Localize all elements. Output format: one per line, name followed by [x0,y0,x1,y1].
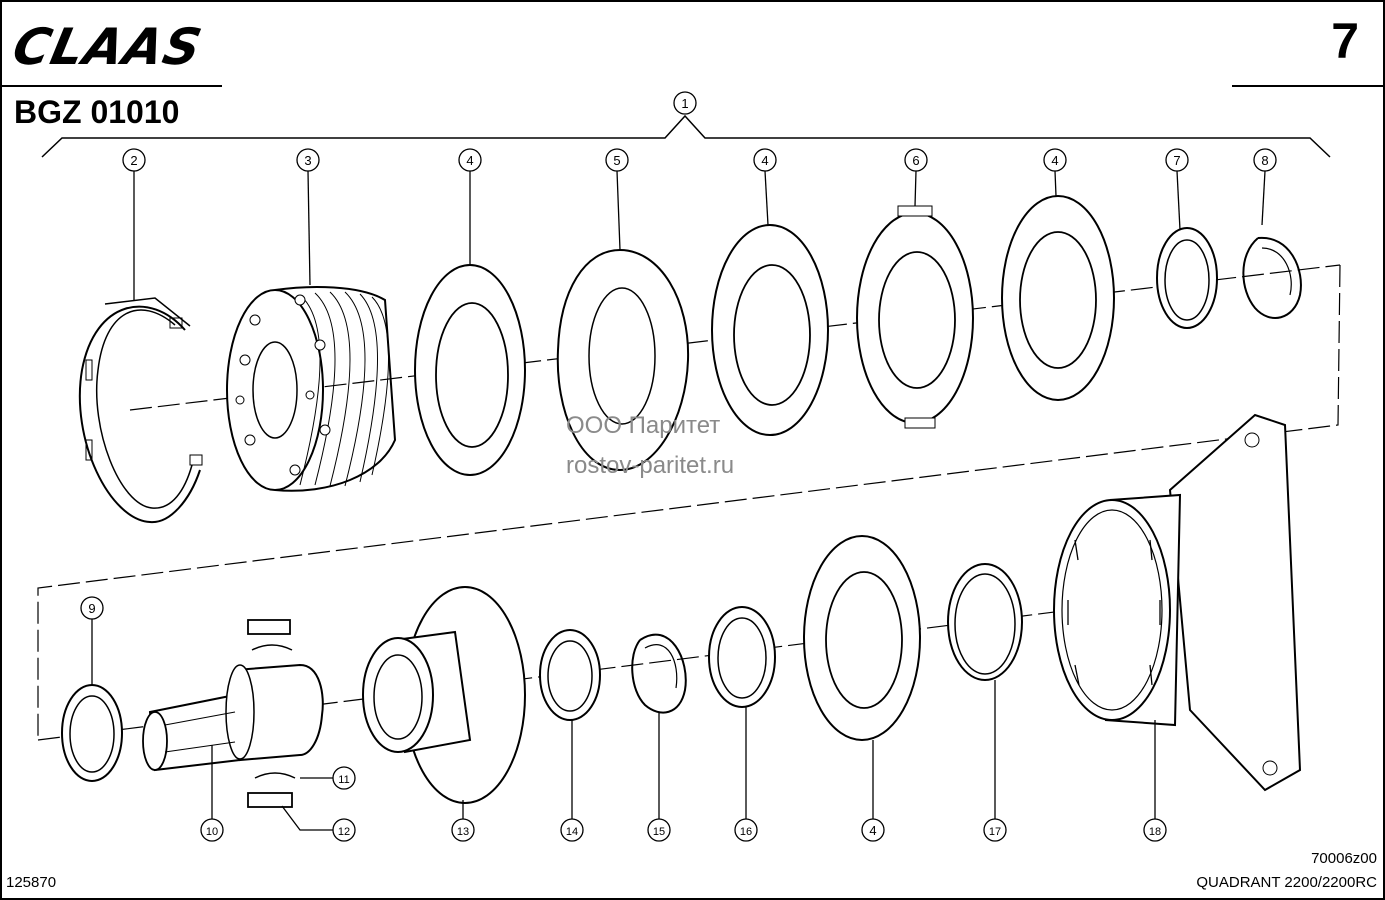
callout-label: 15 [653,826,665,838]
part-11-spring-top [251,644,293,651]
part-6-toothed-disc [856,205,974,429]
callout-label: 4 [869,823,876,838]
watermark-company: ООО Паритет [566,412,721,439]
callout-labels: 1 2 3 4 5 4 6 4 7 8 9 10 11 12 13 14 15 … [88,96,1268,838]
sheet-code: 125870 [6,874,57,891]
part-4c-friction-ring [1001,195,1115,401]
axis-link [37,264,1341,740]
callout-label: 6 [912,153,919,168]
part-7-thrust-washer [1156,227,1218,329]
callout-label: 14 [566,826,578,838]
part-18-housing [1053,413,1302,792]
callout-label: 4 [1051,153,1058,168]
callout-label: 4 [761,153,768,168]
callout-label: 4 [466,153,473,168]
part-11-spring [254,772,296,779]
callout-label: 13 [457,826,469,838]
callout-label: 17 [989,826,1001,838]
callout-label: 11 [338,774,349,786]
callout-label: 1 [681,96,688,111]
callout-label: 8 [1261,153,1268,168]
drawing-code: 70006z00 [1311,850,1377,867]
part-4d-friction-ring [803,535,921,741]
part-3-disc-pack [226,286,397,492]
part-12-key-top [247,619,291,635]
callout-label: 3 [304,153,311,168]
callout-label: 5 [613,153,620,168]
callout-label: 2 [130,153,137,168]
part-13-hub-flange [362,586,526,804]
part-4a-friction-ring [414,264,526,476]
part-9-washer [61,684,123,782]
part-10-splined-shaft [142,663,324,772]
part-17-ring [947,563,1023,681]
part-12-key [247,792,293,808]
part-2-split-ring [78,297,203,524]
part-4b-friction-ring [711,224,829,436]
callout-label: 12 [338,826,350,838]
part-8-snap-ring [1242,236,1302,319]
callout-label: 9 [88,601,95,616]
page-number: 7 [1331,13,1359,69]
part-5-lined-disc [556,248,690,472]
callout-label: 7 [1173,153,1180,168]
part-15-circlip [631,633,687,714]
watermark-site: rostov-paritet.ru [566,452,735,479]
callout-label: 18 [1149,826,1161,838]
part-14-washer [539,629,601,721]
brand-logo: CLAAS [7,18,208,76]
group-code: BGZ 01010 [14,94,180,130]
callout-1 [673,91,697,115]
callout-label: 10 [206,826,218,838]
callout-markers [80,91,1277,842]
model-name: QUADRANT 2200/2200RC [1196,874,1377,891]
callout-label: 16 [740,826,752,838]
assembly-bracket [41,114,1331,158]
part-16-thrust-washer [708,606,776,708]
